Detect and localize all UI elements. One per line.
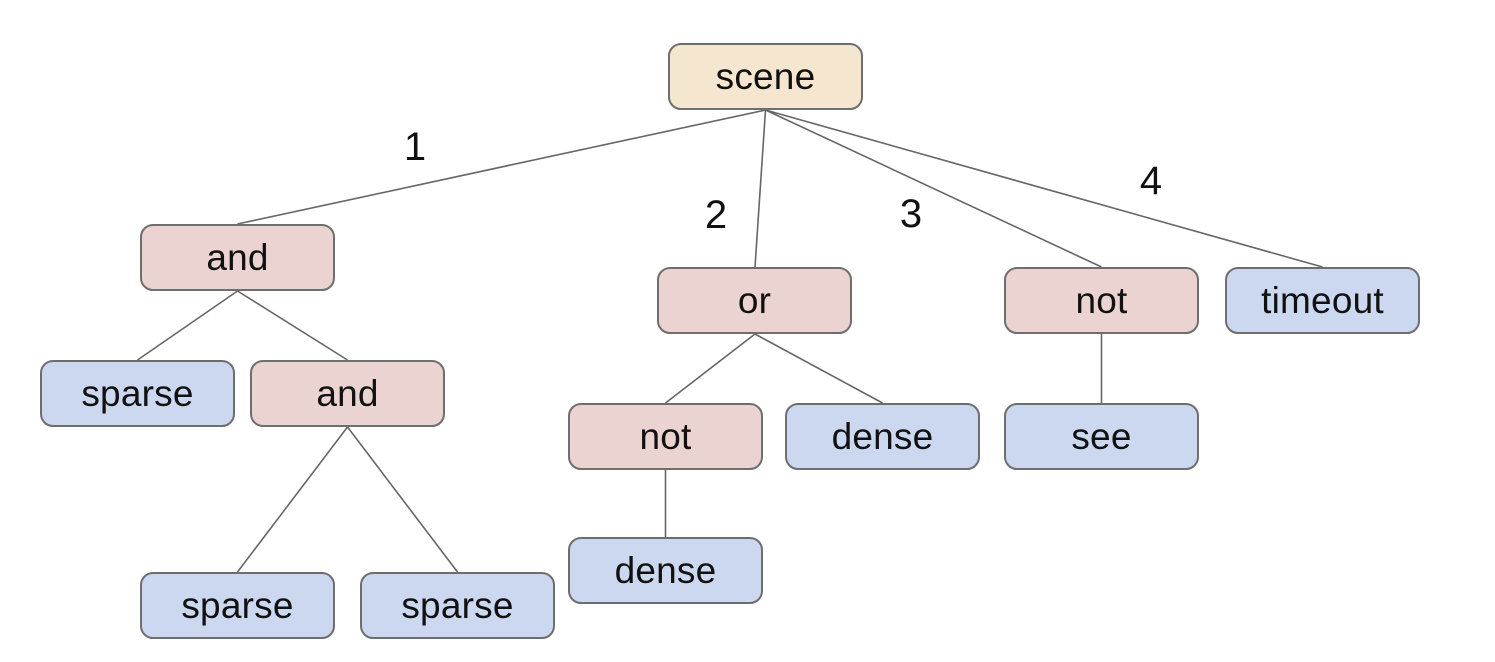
node-sparse-1: sparse: [40, 360, 235, 427]
edge-scene-or1: [754, 109, 767, 268]
edge-or1-not2: [665, 333, 756, 404]
edge-and1-and2: [237, 290, 348, 361]
edge-scene-timeout1: [765, 109, 1323, 268]
branch-label-3: 3: [899, 192, 923, 236]
node-and-1: and: [140, 224, 335, 291]
node-see: see: [1004, 403, 1199, 470]
node-or: or: [657, 267, 852, 334]
node-not-1: not: [1004, 267, 1199, 334]
edge-scene-and1: [237, 109, 766, 225]
edge-or1-dense1: [754, 333, 883, 404]
node-scene: scene: [668, 43, 863, 110]
branch-label-4: 4: [1139, 159, 1163, 203]
edge-and2-sparse3: [346, 426, 459, 573]
node-sparse-3: sparse: [360, 572, 555, 639]
node-dense-2: dense: [568, 537, 763, 604]
edge-and1-sparse1: [137, 290, 238, 361]
node-not-2: not: [568, 403, 763, 470]
edge-scene-not1: [765, 109, 1102, 268]
node-sparse-2: sparse: [140, 572, 335, 639]
branch-label-1: 1: [403, 125, 427, 169]
node-timeout: timeout: [1225, 267, 1420, 334]
node-dense-1: dense: [785, 403, 980, 470]
branch-label-2: 2: [704, 193, 728, 237]
edge-and2-sparse2: [236, 426, 349, 573]
node-and-2: and: [250, 360, 445, 427]
